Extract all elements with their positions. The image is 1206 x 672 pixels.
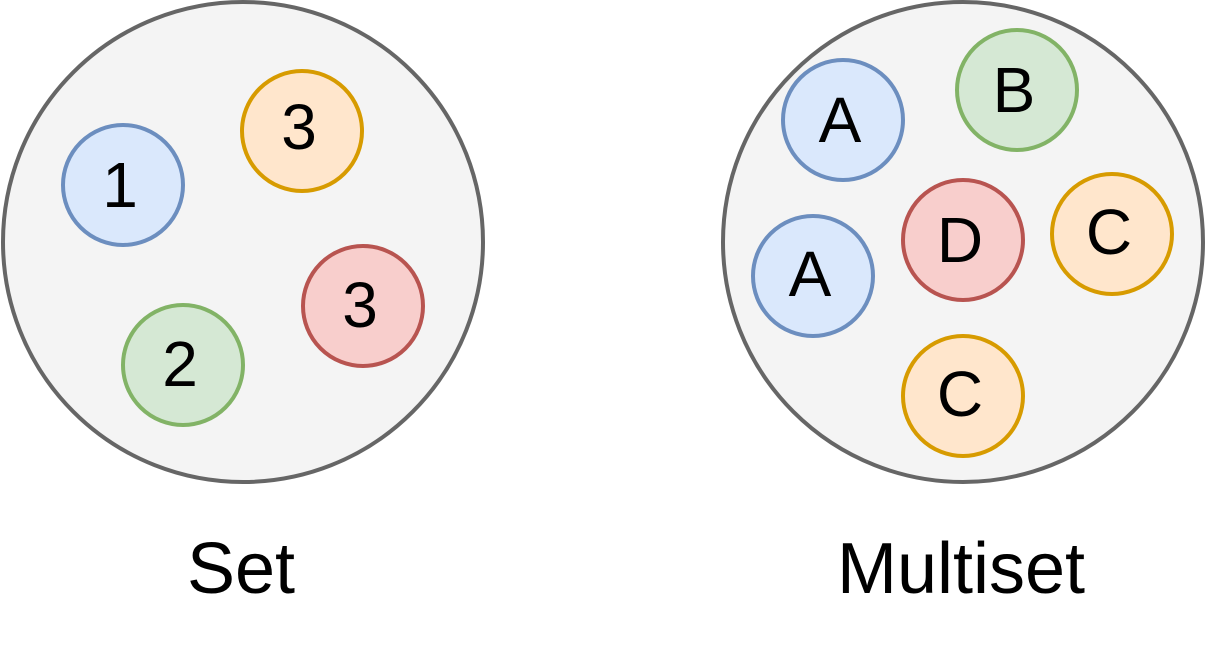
set-element-circle bbox=[240, 69, 364, 193]
set-element: 1 bbox=[61, 123, 185, 247]
multiset-element-circle bbox=[901, 178, 1025, 302]
multiset-element: C bbox=[901, 334, 1025, 458]
set-element-label: 3 bbox=[342, 269, 378, 341]
multiset-group: A B D C A C Multiset bbox=[721, 0, 1205, 609]
set-element-circle bbox=[121, 303, 245, 427]
set-container bbox=[1, 0, 485, 484]
set-caption: Set bbox=[187, 529, 295, 609]
multiset-element-label: C bbox=[937, 358, 983, 430]
set-element-label: 1 bbox=[102, 149, 138, 221]
set-element: 3 bbox=[301, 244, 425, 368]
multiset-element-circle bbox=[781, 58, 905, 182]
multiset-caption: Multiset bbox=[837, 529, 1085, 609]
multiset-element-circle bbox=[751, 214, 875, 338]
set-element-label: 3 bbox=[281, 91, 317, 163]
multiset-element-label: B bbox=[993, 54, 1036, 126]
multiset-element: A bbox=[781, 58, 905, 182]
multiset-element-label: A bbox=[819, 84, 862, 156]
set-group: 1 3 3 2 Set bbox=[1, 0, 485, 609]
multiset-element-circle bbox=[1050, 172, 1174, 296]
set-element-label: 2 bbox=[162, 328, 198, 400]
multiset-element: A bbox=[751, 214, 875, 338]
multiset-element-circle bbox=[901, 334, 1025, 458]
multiset-element-label: D bbox=[937, 204, 983, 276]
multiset-element-circle bbox=[955, 28, 1079, 152]
multiset-element-label: C bbox=[1086, 196, 1132, 268]
multiset-element-label: A bbox=[789, 238, 832, 310]
set-element: 3 bbox=[240, 69, 364, 193]
set-element-circle bbox=[61, 123, 185, 247]
multiset-element: B bbox=[955, 28, 1079, 152]
set-element: 2 bbox=[121, 303, 245, 427]
multiset-element: C bbox=[1050, 172, 1174, 296]
multiset-element: D bbox=[901, 178, 1025, 302]
set-element-circle bbox=[301, 244, 425, 368]
